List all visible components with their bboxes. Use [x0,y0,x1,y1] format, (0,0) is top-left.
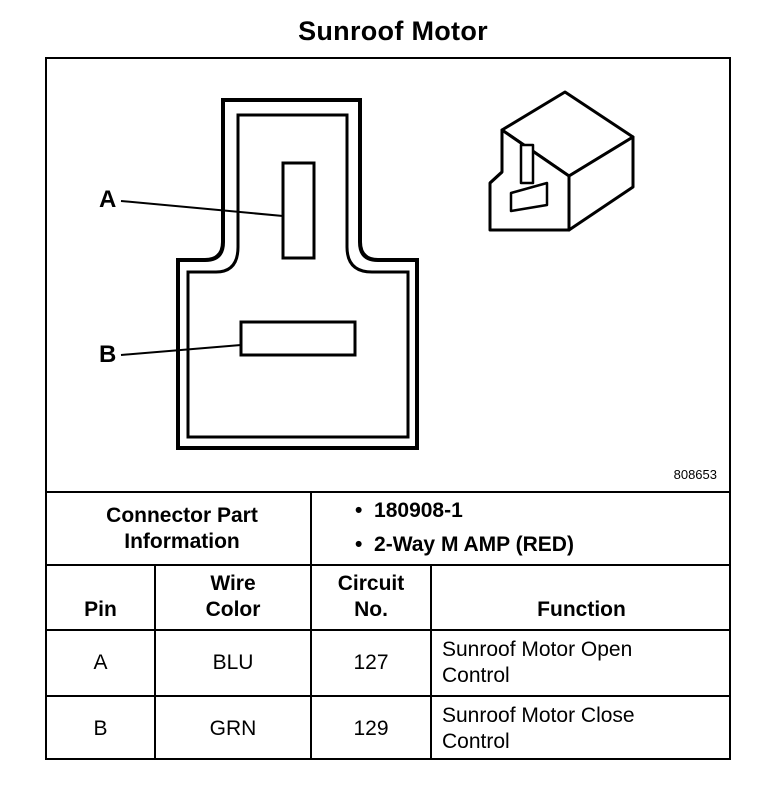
terminal-a [281,161,316,260]
connector-diagram: A B 808653 [47,59,729,493]
header-function: Function [432,566,731,629]
pin-a-label: A [99,186,117,213]
bullet-icon: • [355,533,375,556]
rule-col-3 [430,564,432,760]
figure-number: 808653 [673,467,717,482]
rule-info-divider [310,491,312,566]
connector-outer-outline [176,98,419,450]
header-function-text: Function [537,598,626,621]
header-pin: Pin [47,566,154,629]
part-number: 180908-1 [374,499,463,522]
rule-top-table [47,491,729,493]
bullet-icon: • [355,499,375,522]
connector-3d-thumbnail [488,90,635,232]
connector-drawing [120,90,635,450]
header-pin-text: Pin [84,598,117,621]
rule-col-2 [310,564,312,760]
terminal-b [239,320,357,357]
leader-line-a [120,200,284,217]
connector-info-item-2: • 2-Way M AMP (RED) [355,533,574,557]
connector-inner-outline [186,113,410,439]
row-a-circuit: 127 [353,651,389,674]
row-a-wire-color: BLU [212,651,254,674]
rule-under-row-a [47,695,729,697]
connector-frame: A B 808653 Connector Part Information • … [45,57,731,760]
diagram-title: Sunroof Motor [298,16,488,46]
row-b-wire-color: GRN [209,716,257,740]
pin-b-label: B [99,341,117,368]
connector-type: 2-Way M AMP (RED) [374,533,574,556]
header-wire-color-text: Wire Color [205,572,261,621]
row-b-function: Sunroof Motor Close Control [442,703,635,753]
rule-under-info [47,564,729,566]
header-circuit: Circuit No. [312,566,430,629]
header-wire-color: Wire Color [156,566,310,629]
row-a-function: Sunroof Motor Open Control [442,638,633,687]
header-circuit-text: Circuit No. [337,572,405,621]
connector-info-item-1: • 180908-1 [355,499,463,523]
rule-under-headers [47,629,729,631]
row-a-pin: A [93,651,108,674]
leader-line-b [120,344,242,356]
row-b-pin: B [93,716,108,740]
row-b-circuit: 129 [353,716,389,740]
rule-col-1 [154,564,156,760]
connector-info-label: Connector Part Information [106,504,258,553]
